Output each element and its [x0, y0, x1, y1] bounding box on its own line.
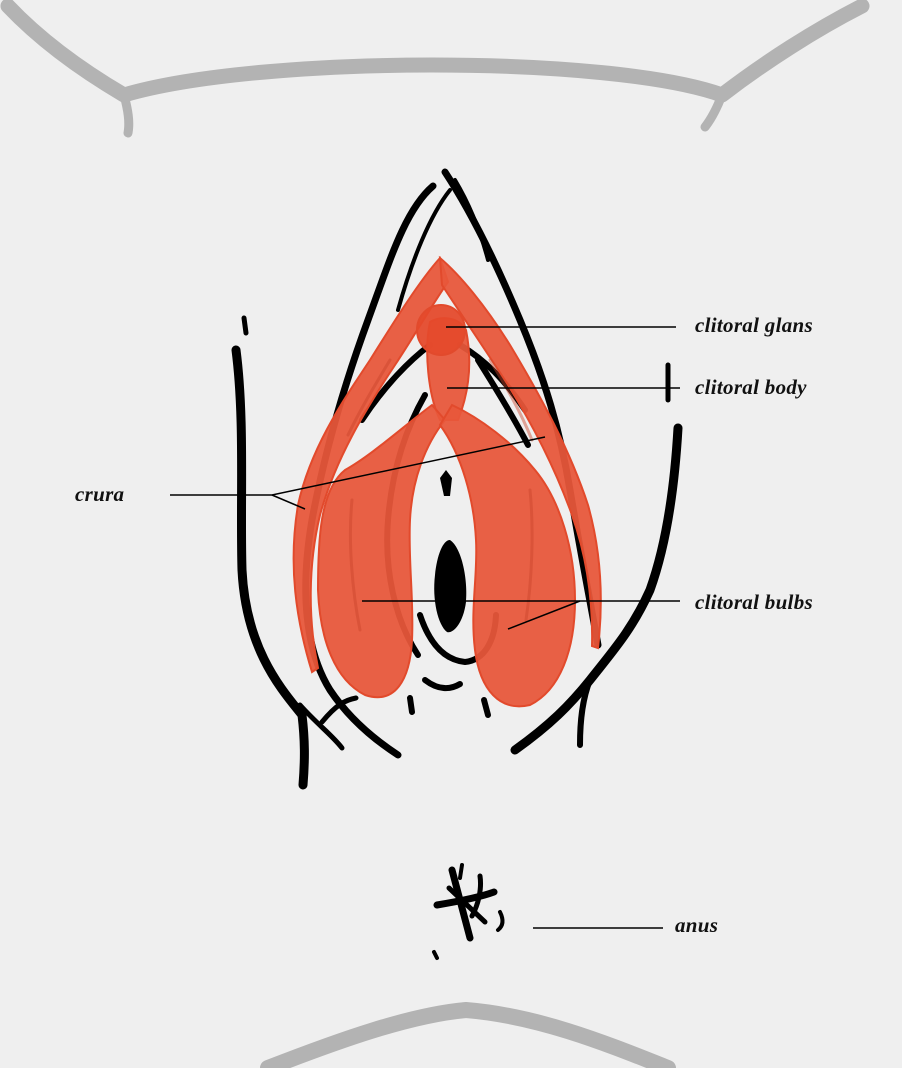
lower-contour [268, 1010, 668, 1068]
base-marks [410, 680, 488, 715]
vaginal-opening [434, 540, 466, 632]
tick-left [244, 318, 246, 333]
label-clitoral-glans: clitoral glans [695, 313, 813, 338]
openings [434, 470, 466, 632]
vulva-outline [236, 172, 678, 785]
label-clitoral-body: clitoral body [695, 375, 807, 400]
label-crura: crura [75, 482, 124, 507]
upper-contour [8, 6, 862, 95]
anus-mark [434, 865, 502, 958]
clitoral-glans-shape [417, 305, 465, 355]
upper-contour-hook-left [124, 95, 129, 133]
label-anus: anus [675, 913, 718, 938]
label-clitoral-bulbs: clitoral bulbs [695, 590, 813, 615]
urethral-opening [440, 470, 452, 496]
body-contours [8, 6, 862, 1068]
